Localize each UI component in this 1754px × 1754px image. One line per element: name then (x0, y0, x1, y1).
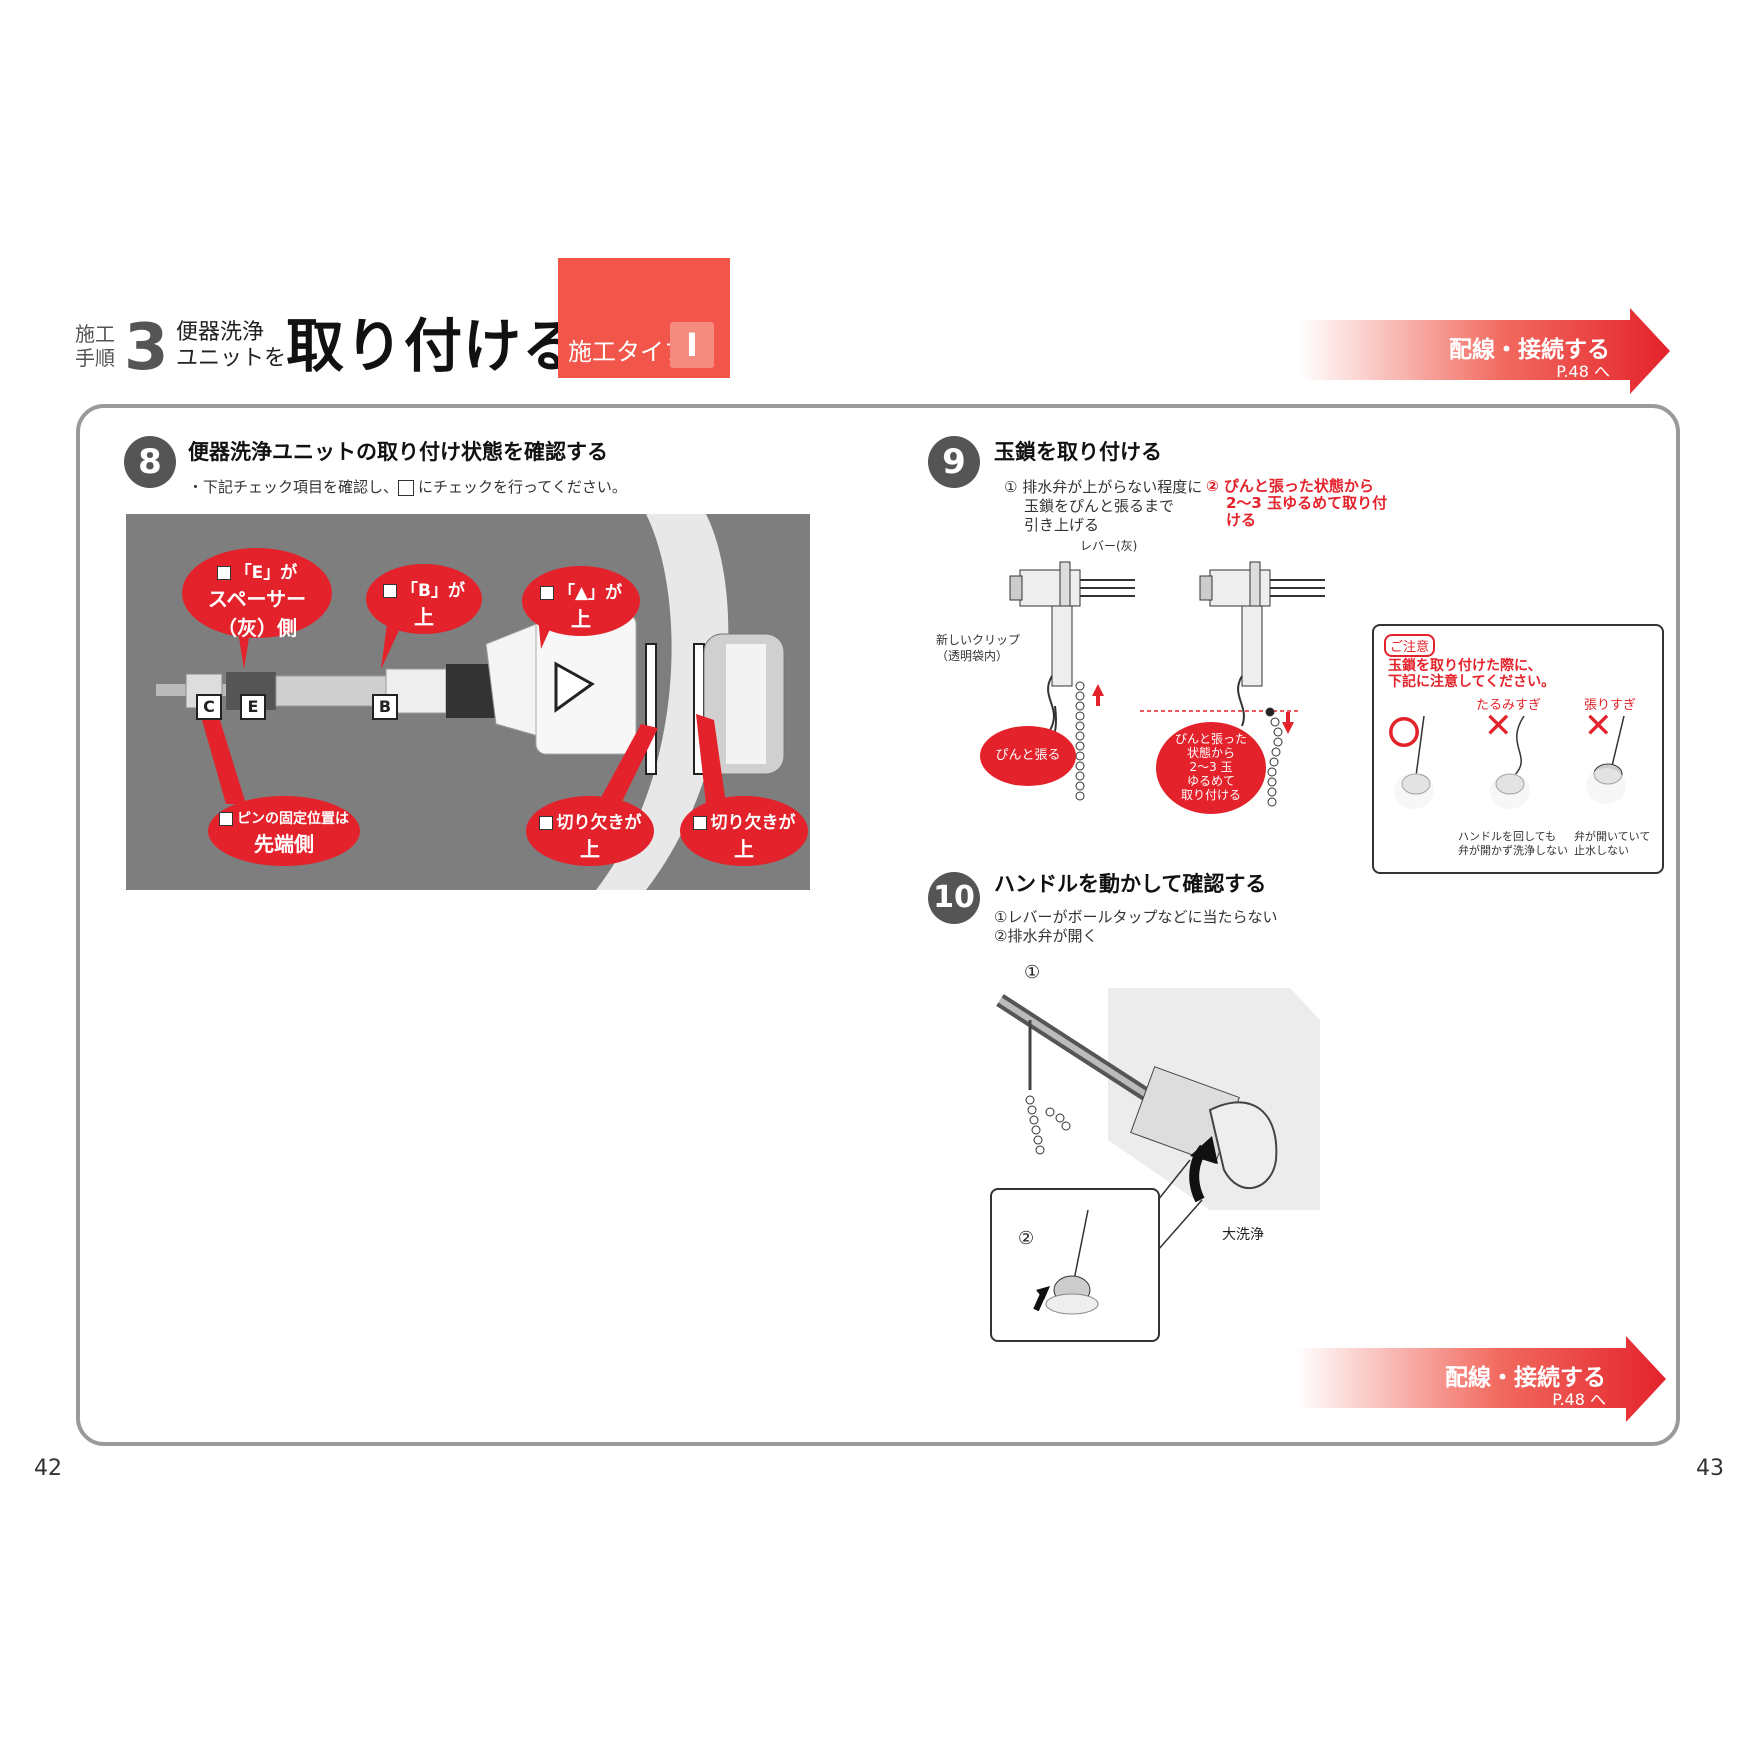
step-8-instruction: ・下記チェック項目を確認し、にチェックを行ってください。 (188, 478, 627, 496)
callout-b-up: 「B」が 上 (366, 564, 482, 634)
col2-label: たるみすぎ (1476, 698, 1542, 713)
link-wiring-top-sub: P.48 へ (1556, 362, 1610, 381)
step-10-badge: 10 (928, 872, 980, 924)
bubble-loosen: ぴんと張った 状態から 2～3 玉 ゆるめて 取り付ける (1156, 722, 1266, 814)
link-wiring-top-title: 配線・接続する (1449, 337, 1610, 363)
header-label: 施工 手順 (75, 322, 115, 370)
step-9-title: 玉鎖を取り付ける (994, 440, 1162, 464)
chain-diagram: レバー(灰) 新しいクリップ （透明袋内） ぴんと張る ぴんと張った 状態から … (936, 536, 1340, 816)
caution-text: 玉鎖を取り付けた際に、 下記に注意してください。 (1388, 658, 1556, 690)
col2-note: ハンドルを回しても 弁が開かず洗浄しない (1458, 830, 1568, 857)
ng-mark-slack: ✕ (1484, 706, 1513, 746)
page-number-left: 42 (34, 1456, 62, 1481)
unit-photo: C E B 「E」が スペーサー （灰）側 「B」が 上 「▲」が 上 ピンの固… (126, 514, 810, 890)
checkbox-icon[interactable] (539, 586, 554, 600)
fig-label-2: ② (1018, 1228, 1035, 1249)
page-title: 取り付ける (286, 312, 582, 380)
clip-label: 新しいクリップ （透明袋内） (936, 633, 1021, 663)
inset-valve: ② (990, 1188, 1160, 1342)
callout-e-spacer: 「E」が スペーサー （灰）側 (182, 548, 332, 640)
install-type-badge: I (670, 322, 714, 368)
checkbox-icon[interactable] (692, 816, 707, 830)
link-wiring-top[interactable]: 配線・接続する P.48 へ (1300, 308, 1670, 394)
valve-illustrations (1394, 716, 1626, 809)
bubble-pull-tight: ぴんと張る (980, 726, 1076, 786)
header-unit: 便器洗浄 ユニットを (176, 320, 287, 371)
col3-label: 張りすぎ (1584, 698, 1637, 713)
lever-label: レバー(灰) (1080, 539, 1138, 553)
caution-box: ご注意 玉鎖を取り付けた際に、 下記に注意してください。 たるみすぎ 張りすぎ … (1372, 624, 1664, 874)
large-flush-label: 大洗浄 (1222, 1227, 1264, 1243)
step-8-badge: 8 (124, 436, 176, 488)
chain-illustration (1009, 561, 1325, 807)
arrow-right-icon (1300, 308, 1670, 394)
handle-diagram: ① 大洗浄 ② (990, 960, 1330, 1342)
install-type-label: 施工タイプ (568, 338, 688, 366)
header-step-number: 3 (124, 311, 169, 385)
step-10-title: ハンドルを動かして確認する (994, 872, 1267, 896)
link-wiring-bottom-title: 配線・接続する (1445, 1365, 1606, 1391)
step-9-badge: 9 (928, 436, 980, 488)
checkbox-icon[interactable] (216, 566, 231, 580)
valve-open-illustration (1033, 1209, 1099, 1315)
fig-label-1: ① (1024, 962, 1041, 983)
mark-e: E (240, 694, 266, 720)
col3-note: 弁が開いていて 止水しない (1574, 830, 1651, 857)
link-wiring-bottom-sub: P.48 へ (1552, 1390, 1606, 1409)
ng-mark-tight: ✕ (1584, 706, 1613, 746)
mark-c: C (196, 694, 222, 720)
mark-b: B (372, 694, 398, 720)
handle-illustration (996, 988, 1320, 1251)
step-8-title: 便器洗浄ユニットの取り付け状態を確認する (188, 440, 608, 464)
page-number-right: 43 (1696, 1456, 1724, 1481)
unit-illustration (156, 514, 785, 890)
step-10-notes: ①レバーがボールタップなどに当たらない ②排水弁が開く (994, 908, 1278, 945)
callout-notch-1: 切り欠きが 上 (526, 796, 654, 866)
checkbox-icon[interactable] (383, 584, 398, 598)
callout-triangle-up: 「▲」が 上 (522, 566, 640, 636)
step-9-note-1: ① 排水弁が上がらない程度に 玉鎖をぴんと張るまで 引き上げる (1004, 478, 1203, 534)
checkbox-icon (398, 479, 415, 496)
checkbox-icon[interactable] (538, 816, 553, 830)
callout-notch-2: 切り欠きが 上 (680, 796, 808, 866)
install-type-box: 施工タイプ I (558, 258, 730, 378)
ok-mark: 〇 (1388, 714, 1421, 752)
checkbox-icon[interactable] (219, 812, 233, 826)
callout-pin-position: ピンの固定位置は 先端側 (208, 796, 360, 866)
arrow-right-icon (1296, 1336, 1666, 1422)
caution-tag: ご注意 (1384, 634, 1436, 657)
link-wiring-bottom[interactable]: 配線・接続する P.48 へ (1296, 1336, 1666, 1422)
step-9-note-2: ② ぴんと張った状態から 2～3 玉ゆるめて取り付 ける (1206, 477, 1388, 529)
